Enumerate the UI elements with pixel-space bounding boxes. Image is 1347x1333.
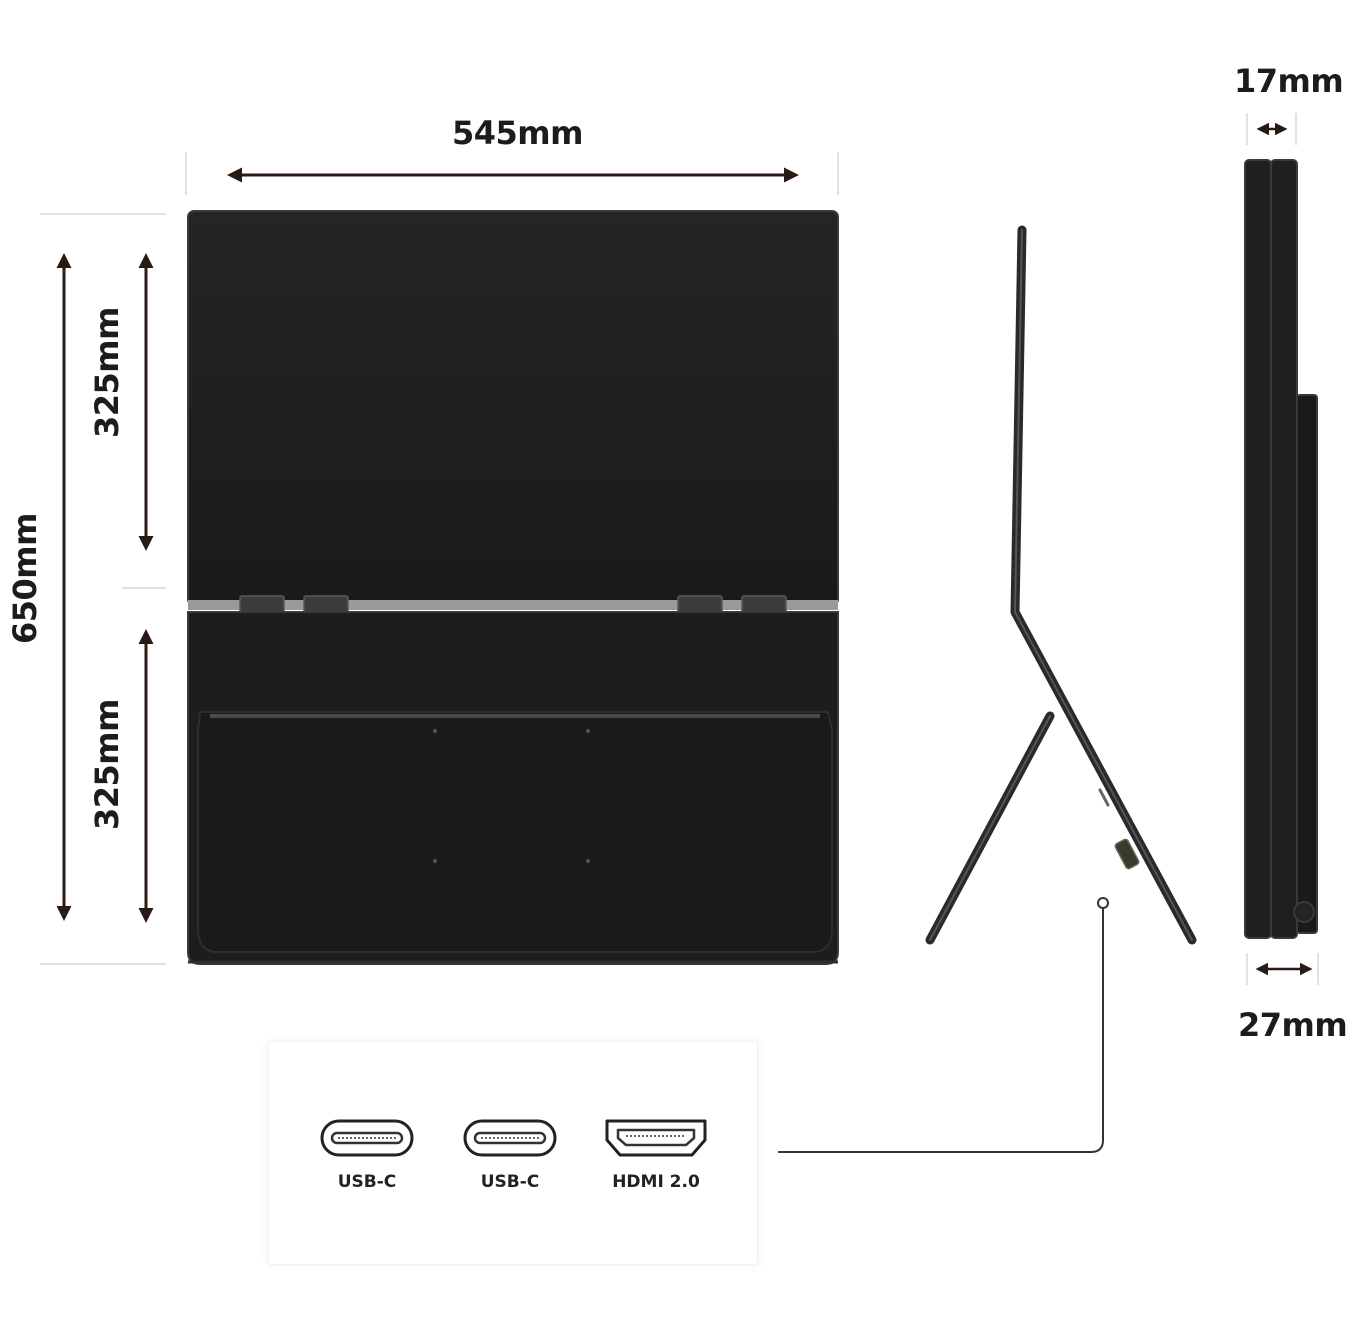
- total-height-label: 650mm: [6, 513, 44, 644]
- ports-callout: [778, 897, 1109, 1153]
- port-hdmi: HDMI 2.0: [596, 1118, 716, 1192]
- port-label: HDMI 2.0: [612, 1172, 700, 1192]
- folded-view-device: [1244, 159, 1318, 939]
- port-usb-c-2: USB-C: [450, 1118, 570, 1192]
- dimension-arrows: [56, 122, 1313, 976]
- lower-height-label: 325mm: [88, 699, 126, 830]
- upper-screen: [187, 210, 839, 606]
- port-label: USB-C: [337, 1172, 397, 1192]
- usb-c-port-icon: [463, 1119, 557, 1157]
- ports-panel: USB-C USB-C HDMI 2.0: [268, 1041, 758, 1265]
- thickness-folded-label: 27mm: [1238, 1006, 1347, 1044]
- guide-lines: [40, 113, 1319, 985]
- port-usb-c-1: USB-C: [307, 1118, 427, 1192]
- port-label: USB-C: [480, 1172, 540, 1192]
- kickstand: [197, 711, 833, 953]
- thickness-single-label: 17mm: [1234, 62, 1344, 100]
- front-view-device: [187, 210, 839, 965]
- width-label: 545mm: [452, 114, 583, 152]
- hdmi-port-icon: [605, 1119, 707, 1157]
- side-view-device: [925, 225, 1197, 945]
- usb-c-port-icon: [320, 1119, 414, 1157]
- upper-height-label: 325mm: [88, 307, 126, 438]
